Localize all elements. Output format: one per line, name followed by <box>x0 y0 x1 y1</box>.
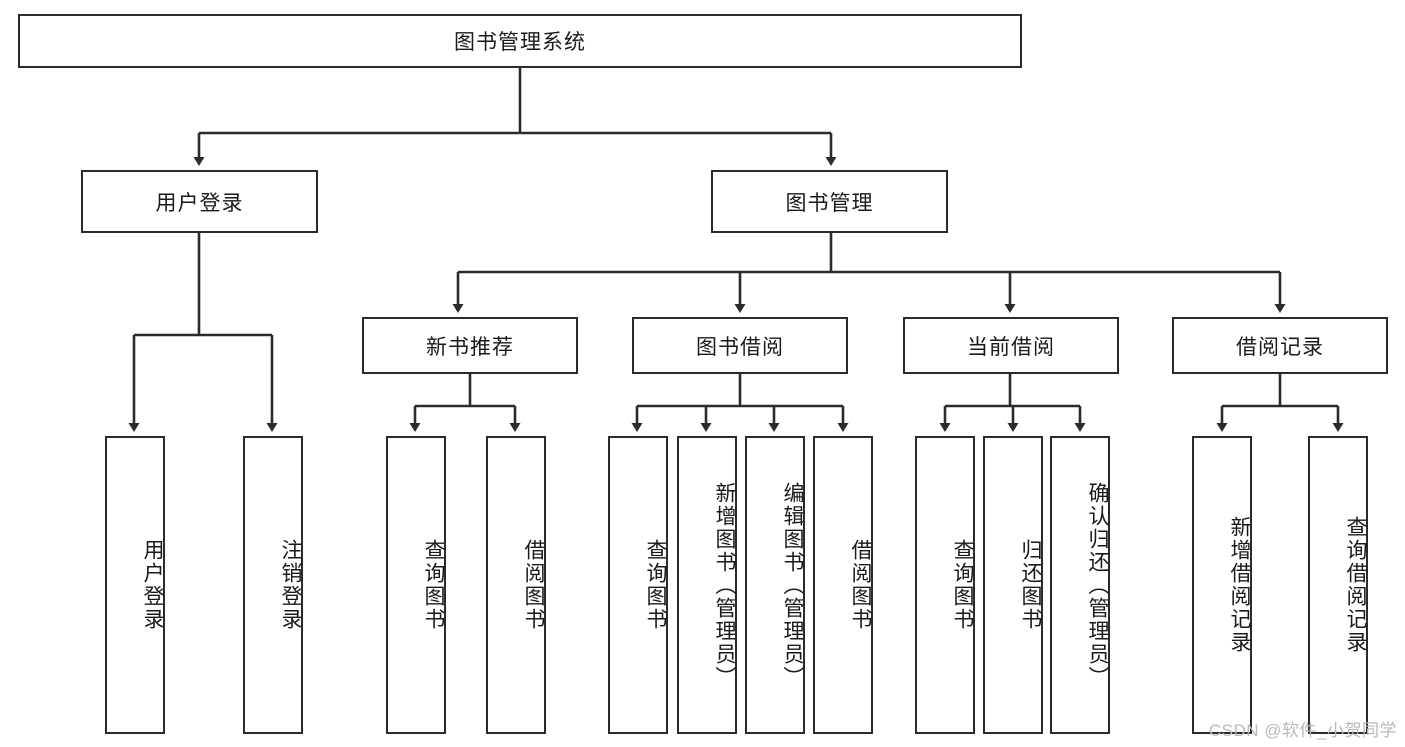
leaf-return-book-label: 归还图书 <box>1019 539 1042 631</box>
leaf-add-borrow-record-label: 新增借阅记录 <box>1228 516 1251 654</box>
node-book-management-label: 图书管理 <box>785 191 874 215</box>
leaf-query-book-recommend[interactable]: 查询图书 <box>386 436 446 734</box>
leaf-query-book-borrow[interactable]: 查询图书 <box>608 436 668 734</box>
leaf-add-borrow-record[interactable]: 新增借阅记录 <box>1192 436 1252 734</box>
leaf-query-book-current[interactable]: 查询图书 <box>915 436 975 734</box>
leaf-user-login-label: 用户登录 <box>141 539 164 631</box>
leaf-user-login[interactable]: 用户登录 <box>105 436 165 734</box>
node-borrow-record-label: 借阅记录 <box>1236 335 1324 359</box>
leaf-query-book-current-label: 查询图书 <box>951 539 974 631</box>
leaf-confirm-return-admin[interactable]: 确认归还（管理员） <box>1050 436 1110 734</box>
node-book-borrow-label: 图书借阅 <box>696 335 784 359</box>
node-root[interactable]: 图书管理系统 <box>18 14 1022 68</box>
leaf-borrow-book[interactable]: 借阅图书 <box>813 436 873 734</box>
node-borrow-record[interactable]: 借阅记录 <box>1172 317 1388 374</box>
leaf-logout-label: 注销登录 <box>279 539 302 631</box>
node-current-borrow-label: 当前借阅 <box>967 335 1055 359</box>
node-root-label: 图书管理系统 <box>454 31 586 54</box>
leaf-add-book-admin[interactable]: 新增图书（管理员） <box>677 436 737 734</box>
node-current-borrow[interactable]: 当前借阅 <box>903 317 1119 374</box>
node-user-login-label: 用户登录 <box>155 191 244 215</box>
leaf-query-book-borrow-label: 查询图书 <box>644 539 667 631</box>
leaf-query-borrow-record-label: 查询借阅记录 <box>1344 516 1367 654</box>
leaf-borrow-book-recommend[interactable]: 借阅图书 <box>486 436 546 734</box>
leaf-logout[interactable]: 注销登录 <box>243 436 303 734</box>
leaf-confirm-return-admin-label: 确认归还（管理员） <box>1086 481 1109 689</box>
watermark: CSDN @软件_小贺同学 <box>1208 721 1397 740</box>
leaf-return-book[interactable]: 归还图书 <box>983 436 1043 734</box>
leaf-query-borrow-record[interactable]: 查询借阅记录 <box>1308 436 1368 734</box>
node-book-borrow[interactable]: 图书借阅 <box>632 317 848 374</box>
leaf-edit-book-admin[interactable]: 编辑图书（管理员） <box>745 436 805 734</box>
leaf-borrow-book-recommend-label: 借阅图书 <box>522 539 545 631</box>
leaf-query-book-recommend-label: 查询图书 <box>422 539 445 631</box>
leaf-add-book-admin-label: 新增图书（管理员） <box>713 481 736 689</box>
node-new-book-recommend[interactable]: 新书推荐 <box>362 317 578 374</box>
node-new-book-recommend-label: 新书推荐 <box>426 335 514 359</box>
leaf-borrow-book-label: 借阅图书 <box>849 539 872 631</box>
node-book-management[interactable]: 图书管理 <box>711 170 948 233</box>
node-user-login[interactable]: 用户登录 <box>81 170 318 233</box>
leaf-edit-book-admin-label: 编辑图书（管理员） <box>781 481 804 689</box>
